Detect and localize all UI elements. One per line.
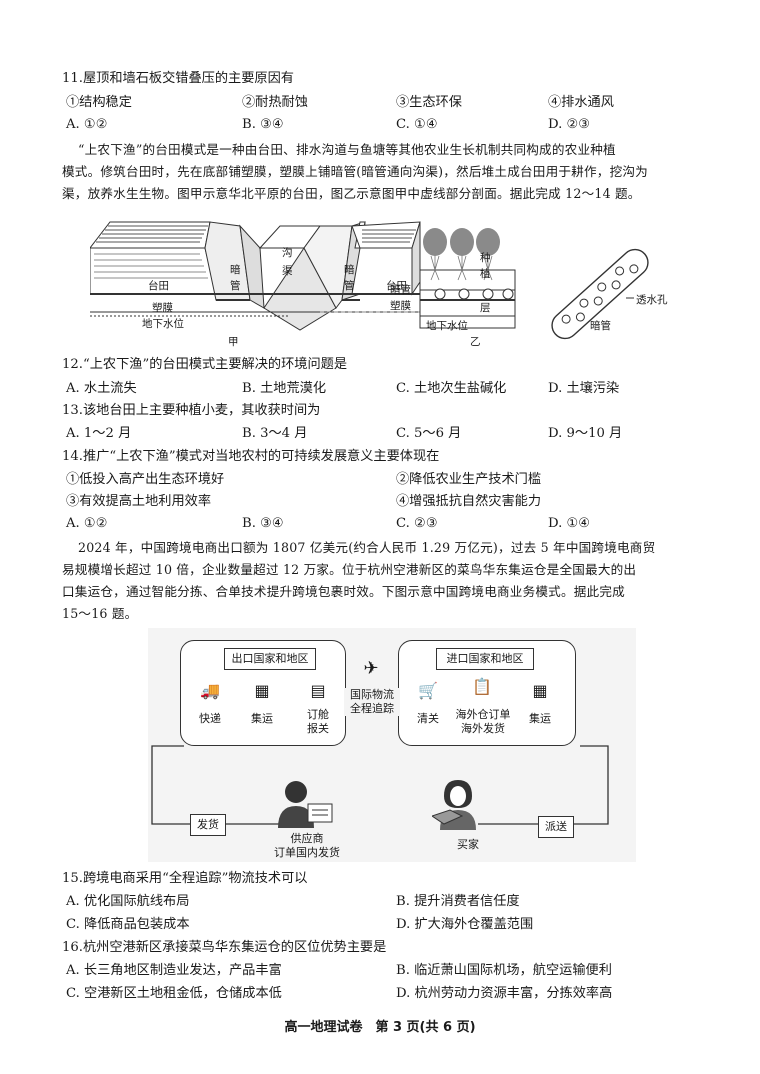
order-clipboard-icon: 📋: [472, 677, 492, 696]
label-logistics: 国际物流 全程追踪: [344, 688, 400, 716]
container-icon-right: ▦: [532, 681, 548, 700]
q12-choice-d[interactable]: D. 土壤污染: [548, 381, 620, 396]
q14-choice-b[interactable]: B. ③④: [242, 516, 284, 531]
label-jiyun-left: 集运: [251, 712, 273, 725]
q15-choice-b[interactable]: B. 提升消费者信任度: [396, 894, 520, 909]
passage2-line-3: 口集运仓，通过智能分拣、合单技术提升跨境包裹时效。下图示意中国跨境电商业务模式。…: [62, 584, 625, 599]
q12-choice-a[interactable]: A. 水土流失: [66, 381, 137, 396]
label-toushui: 透水孔: [636, 294, 668, 306]
label-water-table: 地下水位: [142, 318, 184, 330]
label-buyer: 买家: [457, 838, 479, 851]
q11-choice-c[interactable]: C. ①④: [396, 117, 438, 132]
label-anguan-left: 暗 管: [230, 264, 241, 292]
import-region-title: 进口国家和地区: [436, 648, 534, 670]
q15-stem: 15.跨境电商采用“全程追踪”物流技术可以: [62, 871, 308, 886]
caption-jia: 甲: [228, 336, 239, 348]
q13-choice-a[interactable]: A. 1～2 月: [66, 426, 132, 441]
q13-choice-d[interactable]: D. 9～10 月: [548, 426, 623, 441]
label-supplier: 供应商 订单国内发货: [274, 832, 340, 859]
label-gouqu: 沟 渠: [282, 247, 293, 277]
delivery-truck-icon: 🚚: [200, 681, 220, 700]
passage1-line-2: 模式。修筑台田时，先在底部铺塑膜，塑膜上铺暗管(暗管通向沟渠)，然后堆土成台田用…: [62, 164, 648, 179]
q15-choice-c[interactable]: C. 降低商品包装成本: [66, 917, 190, 932]
q16-stem: 16.杭州空港新区承接菜鸟华东集运仓的区位优势主要是: [62, 940, 387, 955]
airplane-icon: ✈: [363, 658, 379, 679]
export-region-title: 出口国家和地区: [224, 648, 316, 670]
label-anguan-right: 暗 管: [344, 264, 355, 292]
q14-choice-c[interactable]: C. ②③: [396, 516, 438, 531]
q11-choice-a[interactable]: A. ①②: [66, 117, 108, 132]
crane-container-icon: ▤: [310, 681, 326, 700]
label-paisong: 派送: [538, 816, 574, 838]
q11-choice-b[interactable]: B. ③④: [242, 117, 284, 132]
passage1-line-1: “上农下渔”的台田模式是一种由台田、排水沟道与鱼塘等其他农业生长机制共同构成的农…: [78, 142, 616, 157]
label-sumo-b: 塑膜: [390, 300, 411, 312]
label-jiyun-right: 集运: [529, 712, 551, 725]
q16-choice-d[interactable]: D. 杭州劳动力资源丰富，分拣效率高: [396, 986, 613, 1001]
label-anguan-c: 暗管: [590, 320, 611, 332]
passage2-line-4: 15～16 题。: [62, 606, 138, 621]
label-dingcang: 订舱 报关: [307, 708, 329, 735]
label-sumo: 塑膜: [152, 302, 173, 314]
q14-option-3: ③有效提高土地利用效率: [66, 494, 212, 509]
label-anguan-b: 暗管: [390, 284, 411, 296]
figure-ecommerce: 出口国家和地区 进口国家和地区 🚚 快递 ▦ 集运 ▤ 订舱 报关 ✈ 国际物流…: [148, 628, 636, 862]
q16-choice-c[interactable]: C. 空港新区土地租金低，仓储成本低: [66, 986, 282, 1001]
q16-choice-a[interactable]: A. 长三角地区制造业发达，产品丰富: [66, 963, 282, 978]
q11-stem: 11.屋顶和墙石板交错叠压的主要原因有: [62, 71, 294, 86]
label-fahuo: 发货: [190, 814, 226, 836]
q11-choice-d[interactable]: D. ②③: [548, 117, 591, 132]
q12-stem: 12.“上农下渔”的台田模式主要解决的环境问题是: [62, 357, 348, 372]
q16-choice-b[interactable]: B. 临近萧山国际机场，航空运输便利: [396, 963, 612, 978]
q14-choice-d[interactable]: D. ①④: [548, 516, 591, 531]
label-taitian-right: 台田: [386, 280, 407, 292]
label-haiwai: 海外仓订单 海外发货: [455, 708, 511, 735]
label-ceng: 层: [480, 302, 491, 314]
label-water-b: 地下水位: [426, 320, 468, 332]
q13-choice-c[interactable]: C. 5～6 月: [396, 426, 462, 441]
q14-option-1: ①低投入高产出生态环境好: [66, 472, 225, 487]
q14-option-2: ②降低农业生产技术门槛: [396, 472, 542, 487]
label-taitian-left: 台田: [148, 280, 169, 292]
passage2-line-1: 2024 年，中国跨境电商出口额为 1807 亿美元(约合人民币 1.29 万亿…: [78, 540, 656, 555]
label-kuaidi: 快递: [199, 712, 221, 725]
q12-choice-c[interactable]: C. 土地次生盐碱化: [396, 381, 507, 396]
supplier-icon: [278, 781, 333, 828]
q11-option-3: ③生态环保: [396, 95, 462, 110]
passage2-line-2: 易规模增长超过 10 倍，企业数量超过 12 万家。位于杭州空港新区的菜鸟华东集…: [62, 562, 637, 577]
label-zhongzhi: 种 植: [480, 252, 491, 280]
q15-choice-d[interactable]: D. 扩大海外仓覆盖范围: [396, 917, 534, 932]
q11-option-4: ④排水通风: [548, 95, 614, 110]
cart-icon: 🛒: [418, 681, 438, 700]
figure-terrace-svg: [88, 221, 649, 340]
q14-choice-a[interactable]: A. ①②: [66, 516, 108, 531]
q15-choice-a[interactable]: A. 优化国际航线布局: [66, 894, 190, 909]
q14-stem: 14.推广“上农下渔”模式对当地农村的可持续发展意义主要体现在: [62, 449, 440, 464]
q11-option-1: ①结构稳定: [66, 95, 132, 110]
page-footer: 高一地理试卷 第 3 页(共 6 页): [284, 1020, 476, 1035]
q14-option-4: ④增强抵抗自然灾害能力: [396, 494, 542, 509]
q13-choice-b[interactable]: B. 3～4 月: [242, 426, 308, 441]
q13-stem: 13.该地台田上主要种植小麦，其收获时间为: [62, 403, 321, 418]
q12-choice-b[interactable]: B. 土地荒漠化: [242, 381, 327, 396]
label-qingguan: 清关: [417, 712, 439, 725]
q11-option-2: ②耐热耐蚀: [242, 95, 308, 110]
passage1-line-3: 渠，放养水生生物。图甲示意华北平原的台田，图乙示意图甲中虚线部分剖面。据此完成 …: [62, 186, 641, 201]
figure-terrace-field: 台田 暗 管 沟 渠 暗 管 台田 塑膜 地下水位 甲 种 植 层 暗管 塑膜 …: [88, 212, 668, 350]
buyer-icon: [432, 780, 476, 830]
container-icon: ▦: [254, 681, 270, 700]
caption-yi: 乙: [470, 336, 481, 348]
